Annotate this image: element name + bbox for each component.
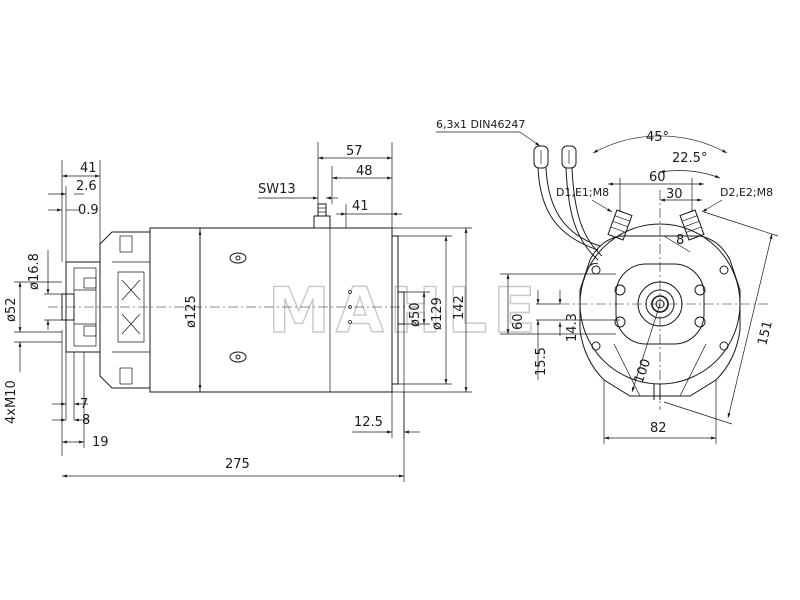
flat-connector-2 <box>561 145 577 169</box>
flange-inner <box>73 267 97 347</box>
dim-60-left: 60 <box>511 313 526 330</box>
dim-41-right: 41 <box>352 199 369 214</box>
dim-48: 48 <box>356 164 373 179</box>
dim-142: 142 <box>452 295 467 320</box>
end-dimensions: 6,3x1 DIN46247 45° 22.5° 60 30 D1,E1;M8 … <box>436 118 779 444</box>
side-view <box>48 203 420 393</box>
dim-0-9: 0.9 <box>78 203 99 218</box>
mount-bolt <box>694 284 706 296</box>
housing-screw <box>591 341 601 351</box>
dim-19: 19 <box>92 435 109 450</box>
dim-129: ø129 <box>430 297 445 330</box>
housing-screw <box>229 351 247 363</box>
dim-57: 57 <box>346 144 363 159</box>
terminal-base <box>313 215 331 229</box>
dim-41-left: 41 <box>80 161 97 176</box>
bearing-ring <box>645 289 675 319</box>
housing-screw <box>229 252 247 264</box>
dim-8: 8 <box>676 233 684 248</box>
dim-8: 8 <box>82 413 90 428</box>
dim-2-6: 2.6 <box>76 179 97 194</box>
drive-end-bracket <box>99 231 151 389</box>
wire-2 <box>565 167 599 261</box>
housing-screw <box>719 265 729 275</box>
label-terminal-left: D1,E1;M8 <box>556 186 609 199</box>
dim-15-5: 15.5 <box>534 347 549 376</box>
dim-275: 275 <box>225 457 250 472</box>
mount-bolt <box>694 316 706 328</box>
dim-12-5: 12.5 <box>354 415 383 430</box>
label-terminal-right: D2,E2;M8 <box>720 186 773 199</box>
dim-100: 100 <box>632 357 655 385</box>
terminal-stud-right <box>679 209 705 241</box>
dim-60-top: 60 <box>649 170 666 185</box>
side-dimensions: 41 2.6 0.9 ø16.8 ø52 4xM10 7 8 19 <box>4 142 472 482</box>
dim-151: 151 <box>755 319 776 347</box>
housing-screw <box>719 341 729 351</box>
bearing-hub <box>637 281 683 327</box>
dim-30: 30 <box>666 187 683 202</box>
dim-sw13: SW13 <box>258 182 296 197</box>
housing-screw <box>591 265 601 275</box>
label-connector: 6,3x1 DIN46247 <box>436 118 525 131</box>
dim-45-deg: 45° <box>646 130 669 145</box>
mount-bolt <box>614 316 626 328</box>
dim-4xm10: 4xM10 <box>4 380 19 424</box>
watermark-logo: MAHLE <box>268 274 541 347</box>
end-plate <box>615 263 705 345</box>
dim-82: 82 <box>650 421 667 436</box>
dim-125: ø125 <box>184 295 199 328</box>
dim-52: ø52 <box>4 298 19 323</box>
terminal-stud-left <box>607 209 633 241</box>
dim-14-3: 14.3 <box>565 313 580 342</box>
dim-22-5-deg: 22.5° <box>672 151 707 166</box>
mount-bolt <box>614 284 626 296</box>
dim-50: ø50 <box>408 303 423 328</box>
flat-connector-1 <box>533 145 549 169</box>
dim-16-8: ø16.8 <box>27 253 42 290</box>
